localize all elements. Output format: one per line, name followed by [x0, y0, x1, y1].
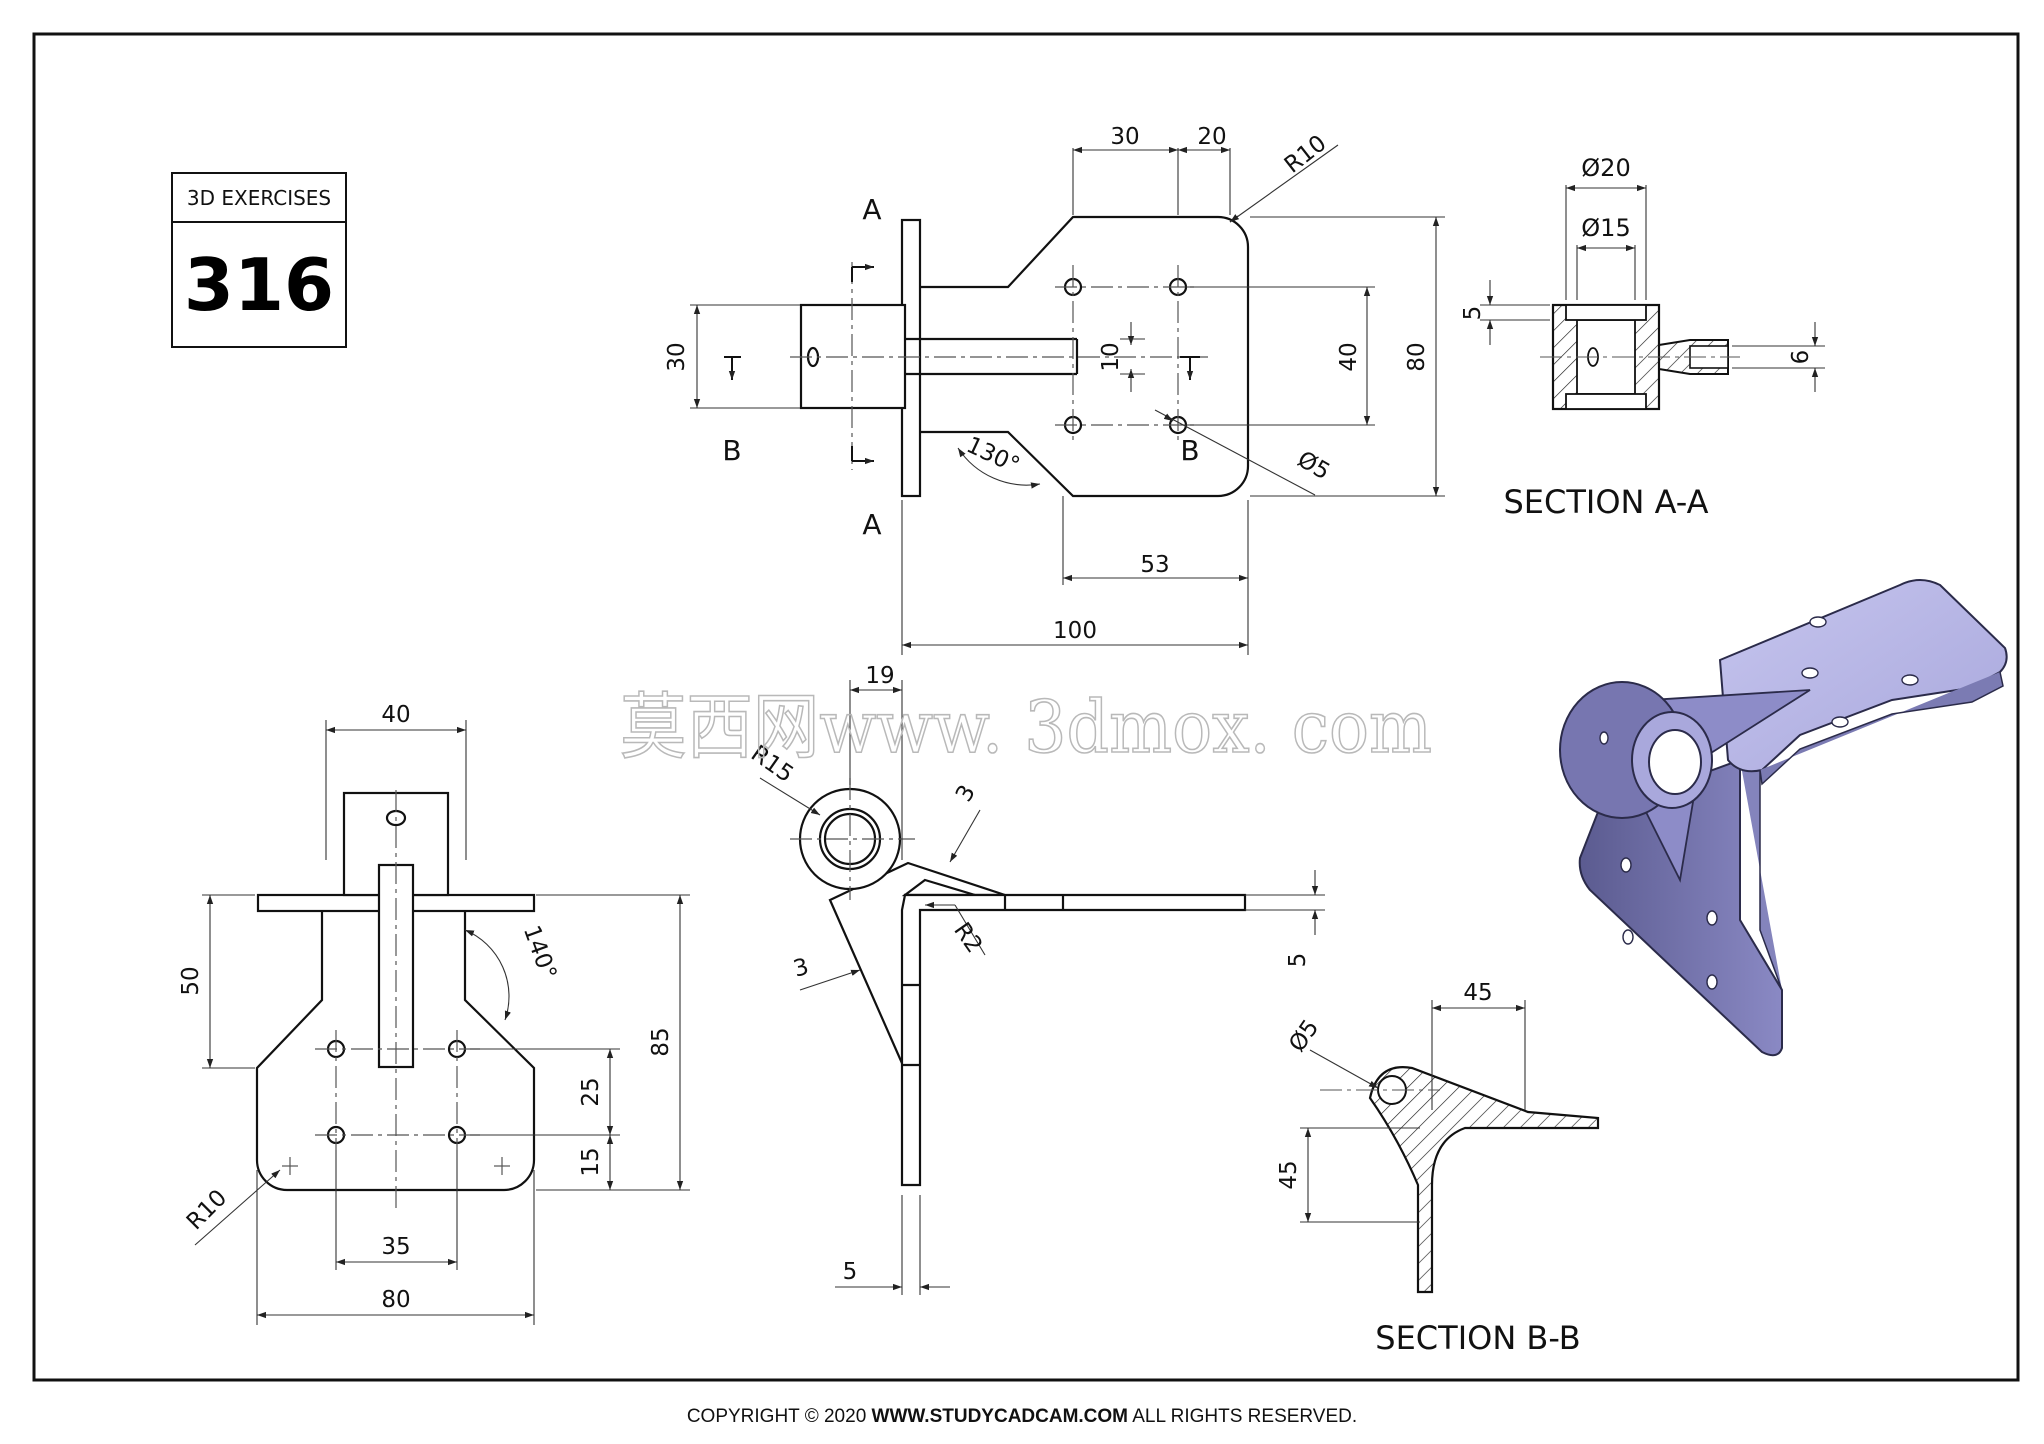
bb-dim-45-vertical: 45 [1276, 1160, 1302, 1189]
top-view-dimensions [690, 144, 1445, 655]
front-dim-r10: R10 [182, 1185, 232, 1235]
front-view-dimensions [194, 720, 690, 1325]
front-view-centerlines [282, 790, 510, 1210]
front-dim-50: 50 [178, 966, 204, 995]
bb-dim-45-horizontal: 45 [1463, 980, 1492, 1006]
copyright-site: WWW.STUDYCADCAM.COM [872, 1406, 1128, 1427]
front-dim-25: 25 [578, 1077, 604, 1106]
copyright-prefix: COPYRIGHT © 2020 [687, 1406, 872, 1427]
iso-holes [1620, 616, 1919, 990]
front-dim-40: 40 [381, 702, 410, 728]
iso-vertical-plate [1578, 758, 1783, 1057]
badge-caption: 3D EXERCISES [187, 186, 331, 210]
front-dim-140deg: 140° [518, 922, 561, 983]
aa-dim-5: 5 [1460, 306, 1486, 321]
side-view-dimensions [759, 680, 1325, 1295]
top-view-centerlines [790, 262, 1210, 470]
side-dim-3b: 3 [791, 954, 812, 983]
side-view [798, 787, 1247, 1187]
section-bb-title: SECTION B-B [1375, 1319, 1580, 1357]
badge-number: 316 [184, 243, 334, 327]
iso-top-plate [1718, 579, 2008, 773]
front-dim-80: 80 [381, 1287, 410, 1313]
copyright-suffix: ALL RIGHTS RESERVED. [1128, 1406, 1357, 1427]
cut-label-a-top: A [862, 193, 881, 226]
top-dim-10: 10 [1098, 342, 1124, 371]
top-dim-40: 40 [1336, 342, 1362, 371]
top-dim-dia5: Ø5 [1293, 446, 1334, 485]
top-dim-30-left: 30 [664, 342, 690, 371]
front-dim-35: 35 [381, 1234, 410, 1260]
aa-dim-dia20: Ø20 [1581, 154, 1630, 182]
side-dim-5: 5 [843, 1259, 858, 1285]
aa-dim-6: 6 [1788, 350, 1814, 365]
side-view-centerlines [790, 778, 915, 900]
side-dim-19: 19 [865, 663, 894, 689]
cut-label-b-right: B [1180, 434, 1199, 467]
section-cut-marks [724, 263, 1200, 465]
copyright-footer: COPYRIGHT © 2020 WWW.STUDYCADCAM.COM ALL… [687, 1406, 1357, 1427]
top-rib [905, 337, 1079, 376]
side-dim-5-vert: 5 [1285, 953, 1311, 968]
isometric-view [1559, 579, 2008, 1057]
exercise-badge: 3D EXERCISES 316 [171, 172, 347, 348]
top-dim-80: 80 [1404, 342, 1430, 371]
section-aa-text: Ø20 Ø15 5 6 SECTION A-A [1460, 154, 1814, 521]
section-aa-title: SECTION A-A [1503, 483, 1708, 521]
watermark: 莫西网www. 3dmox. com [620, 685, 1432, 769]
sheet-border [32, 32, 2020, 1382]
cut-label-b-left: B [722, 434, 741, 467]
top-dim-20: 20 [1197, 124, 1226, 150]
section-aa [1480, 184, 1825, 411]
top-dim-r10: R10 [1280, 130, 1332, 178]
front-dim-85: 85 [648, 1027, 674, 1056]
top-dim-100: 100 [1053, 618, 1097, 644]
top-dim-30: 30 [1110, 124, 1139, 150]
side-dim-r2: R2 [948, 918, 987, 958]
top-dim-53: 53 [1140, 552, 1169, 578]
cut-label-a-bottom: A [862, 508, 881, 541]
front-dim-15: 15 [578, 1147, 604, 1176]
section-bb [1300, 1000, 1600, 1294]
aa-dim-dia15: Ø15 [1581, 214, 1630, 242]
side-dim-3a: 3 [951, 781, 981, 807]
bb-dim-dia5: Ø5 [1284, 1015, 1324, 1057]
